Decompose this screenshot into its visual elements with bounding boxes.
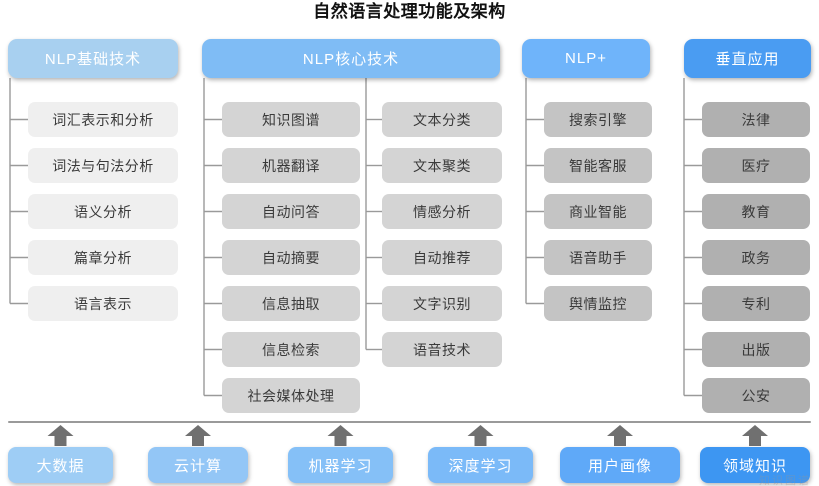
- item-nlp-basic-3[interactable]: 篇章分析: [28, 240, 178, 275]
- item-nlp-basic-1[interactable]: 词法与句法分析: [28, 148, 178, 183]
- item-nlp-core-6[interactable]: 社会媒体处理: [222, 378, 360, 413]
- foundation-arrow-3: [467, 425, 494, 446]
- section-header-nlp-plus[interactable]: NLP+: [522, 39, 650, 78]
- watermark-text: 知识图谱: [759, 475, 811, 486]
- item-vertical-app-4[interactable]: 专利: [702, 286, 810, 321]
- item-nlp-basic-4[interactable]: 语言表示: [28, 286, 178, 321]
- item-nlp-core-3[interactable]: 自动摘要: [222, 240, 360, 275]
- foundation-arrow-4: [607, 425, 633, 446]
- item-nlp-plus-4[interactable]: 舆情监控: [544, 286, 652, 321]
- item-vertical-app-1[interactable]: 医疗: [702, 148, 810, 183]
- item-nlp-core-1[interactable]: 文本聚类: [382, 148, 502, 183]
- item-nlp-core-5[interactable]: 语音技术: [382, 332, 502, 367]
- item-nlp-core-2[interactable]: 自动问答: [222, 194, 360, 229]
- foundation-arrow-2: [327, 425, 354, 446]
- item-vertical-app-5[interactable]: 出版: [702, 332, 810, 367]
- foundation-divider: [8, 421, 811, 423]
- item-vertical-app-2[interactable]: 教育: [702, 194, 810, 229]
- page-title: 自然语言处理功能及架构: [313, 2, 506, 21]
- item-nlp-plus-1[interactable]: 智能客服: [544, 148, 652, 183]
- item-nlp-core-0[interactable]: 知识图谱: [222, 102, 360, 137]
- item-nlp-plus-3[interactable]: 语音助手: [544, 240, 652, 275]
- foundation-arrow-0: [47, 425, 74, 446]
- item-nlp-core-4[interactable]: 信息抽取: [222, 286, 360, 321]
- item-vertical-app-0[interactable]: 法律: [702, 102, 810, 137]
- foundation-arrow-1: [185, 425, 211, 446]
- item-nlp-core-3[interactable]: 自动推荐: [382, 240, 502, 275]
- foundation-pill-0[interactable]: 大数据: [8, 447, 113, 483]
- item-nlp-core-0[interactable]: 文本分类: [382, 102, 502, 137]
- section-header-nlp-basic[interactable]: NLP基础技术: [8, 39, 178, 78]
- item-nlp-plus-0[interactable]: 搜索引擎: [544, 102, 652, 137]
- item-nlp-core-4[interactable]: 文字识别: [382, 286, 502, 321]
- item-nlp-plus-2[interactable]: 商业智能: [544, 194, 652, 229]
- item-nlp-core-1[interactable]: 机器翻译: [222, 148, 360, 183]
- section-header-vertical-app[interactable]: 垂直应用: [684, 39, 811, 78]
- item-nlp-basic-2[interactable]: 语义分析: [28, 194, 178, 229]
- item-nlp-core-5[interactable]: 信息检索: [222, 332, 360, 367]
- item-vertical-app-3[interactable]: 政务: [702, 240, 810, 275]
- section-header-nlp-core[interactable]: NLP核心技术: [202, 39, 500, 78]
- foundation-arrow-5: [742, 425, 768, 446]
- item-nlp-basic-0[interactable]: 词汇表示和分析: [28, 102, 178, 137]
- foundation-pill-4[interactable]: 用户画像: [560, 447, 680, 483]
- foundation-pill-2[interactable]: 机器学习: [288, 447, 393, 483]
- foundation-pill-1[interactable]: 云计算: [148, 447, 248, 483]
- item-nlp-core-2[interactable]: 情感分析: [382, 194, 502, 229]
- item-vertical-app-6[interactable]: 公安: [702, 378, 810, 413]
- foundation-pill-3[interactable]: 深度学习: [428, 447, 533, 483]
- foundation-pill-5[interactable]: 领域知识: [700, 447, 810, 483]
